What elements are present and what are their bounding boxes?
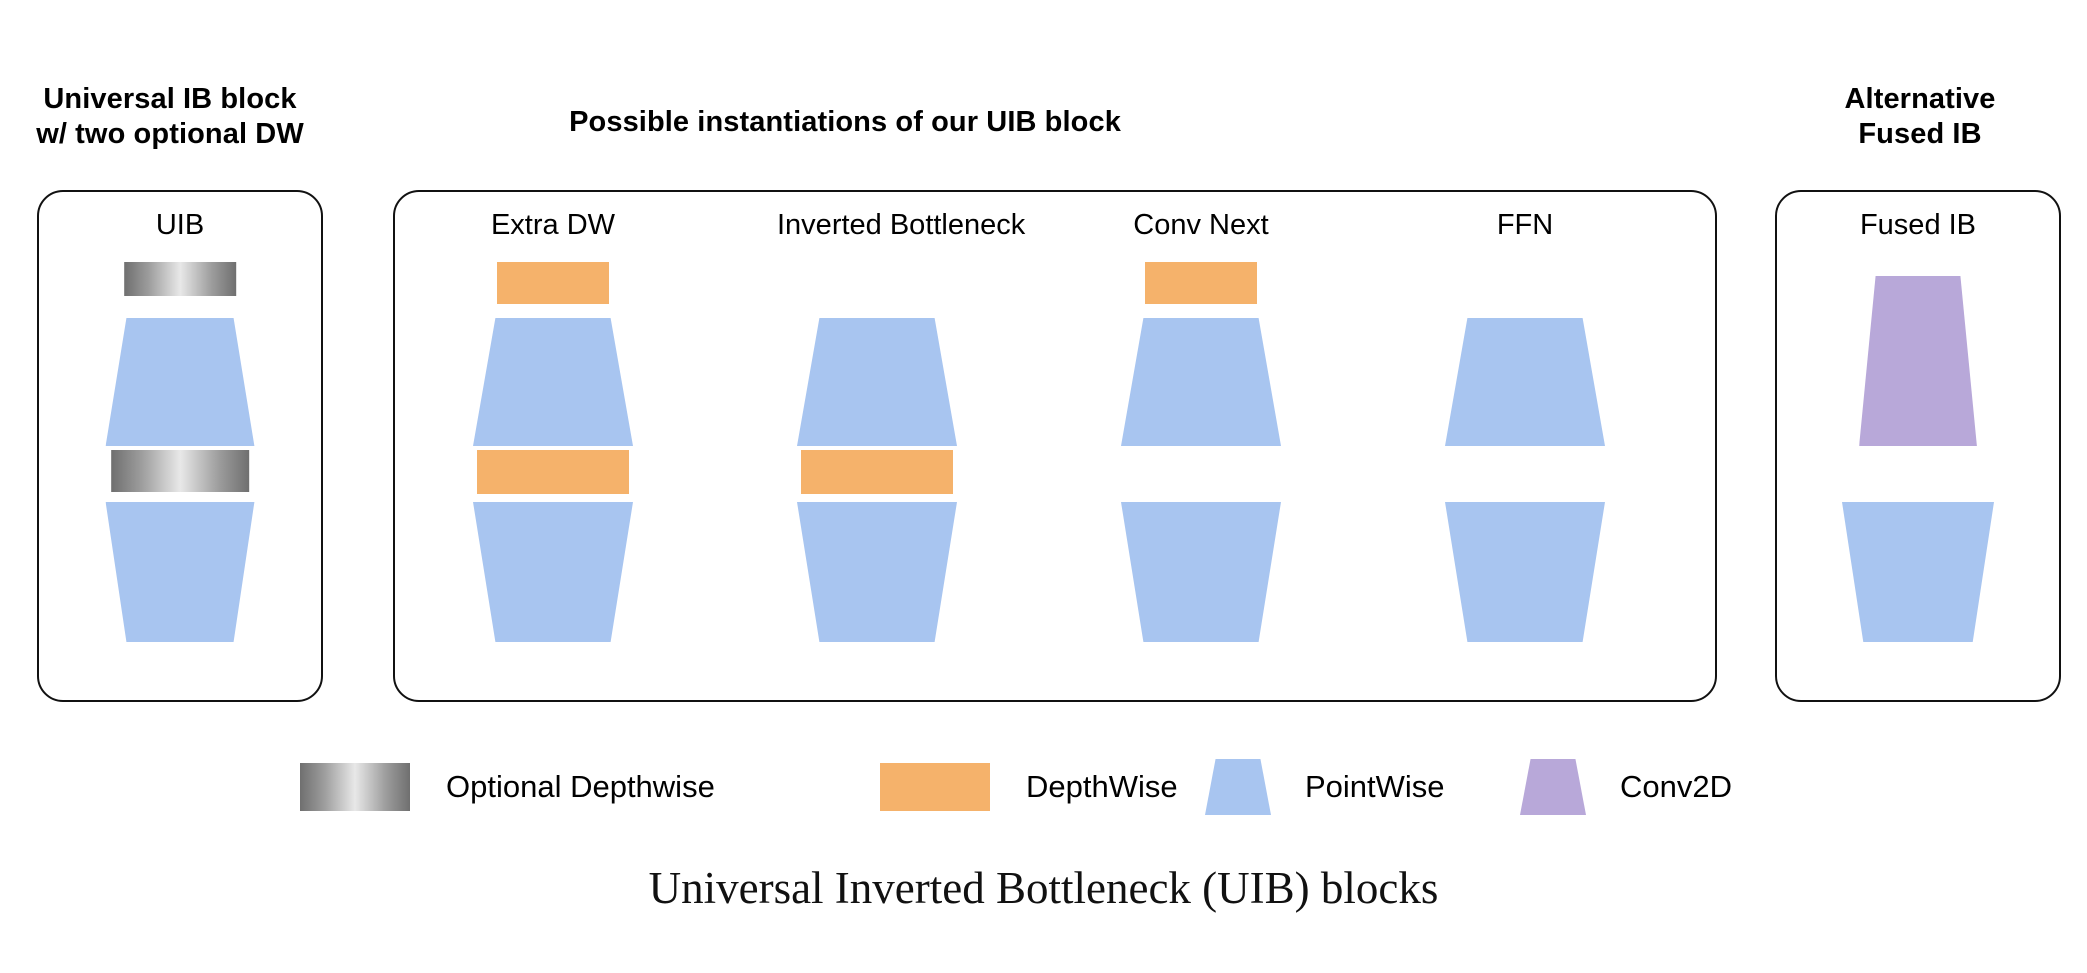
legend-label: Conv2D bbox=[1620, 769, 1732, 804]
block-stack-extra-dw bbox=[453, 254, 653, 684]
shape-depthwise-bar bbox=[497, 262, 609, 304]
shape-pointwise-trapezoid-project bbox=[1121, 502, 1281, 642]
header-line: w/ two optional DW bbox=[36, 118, 304, 151]
shape-pointwise-trapezoid-project bbox=[473, 502, 633, 642]
shape-conv2d-trapezoid bbox=[1859, 276, 1977, 446]
shape-pointwise-trapezoid-expand bbox=[797, 318, 957, 446]
shape-pointwise-trapezoid-project bbox=[105, 502, 255, 642]
shape-optional-depthwise-bar bbox=[111, 450, 249, 492]
block-title-extra-dw: Extra DW bbox=[490, 209, 616, 241]
header-line: Possible instantiations of our UIB block bbox=[569, 106, 1121, 138]
shape-pointwise-trapezoid-project bbox=[1842, 502, 1994, 642]
block-stack-inverted-bottleneck bbox=[777, 254, 977, 684]
shape-pointwise-trapezoid-expand bbox=[1121, 318, 1281, 446]
block-column-fused-ib[interactable]: Fused IB bbox=[1823, 192, 2013, 700]
block-stack-fused-ib bbox=[1823, 254, 2013, 684]
legend-item-blue-trapezoid: PointWise bbox=[1205, 752, 1445, 822]
legend-label: Optional Depthwise bbox=[446, 769, 715, 804]
shape-depthwise-bar bbox=[801, 450, 953, 494]
shape-pointwise-trapezoid-project bbox=[797, 502, 957, 642]
shape-depthwise-bar bbox=[477, 450, 629, 494]
shape-optional-depthwise-bar bbox=[124, 262, 236, 296]
header-line: Fused IB bbox=[1858, 118, 1982, 151]
shape-pointwise-trapezoid-expand bbox=[1445, 318, 1605, 446]
header-line: Universal IB block bbox=[43, 83, 297, 115]
legend-label: PointWise bbox=[1305, 769, 1445, 804]
block-title-conv-next: Conv Next bbox=[1133, 209, 1269, 241]
shape-pointwise-trapezoid-expand bbox=[105, 318, 255, 446]
block-stack-uib bbox=[87, 254, 273, 684]
legend-swatch-depthwise-icon bbox=[880, 763, 990, 811]
header-line: Alternative bbox=[1844, 83, 1996, 115]
figure-caption: Universal Inverted Bottleneck (UIB) bloc… bbox=[648, 863, 1439, 913]
block-title-uib: UIB bbox=[155, 209, 205, 241]
shape-pointwise-trapezoid-expand bbox=[473, 318, 633, 446]
legend-label: DepthWise bbox=[1026, 769, 1178, 804]
legend-item-orange-bar: DepthWise bbox=[880, 752, 1178, 822]
legend-item-gradient-gray-bar: Optional Depthwise bbox=[300, 752, 715, 822]
block-column-extra-dw[interactable]: Extra DW bbox=[453, 192, 653, 700]
block-column-conv-next[interactable]: Conv Next bbox=[1101, 192, 1301, 700]
header-middle-panel: Possible instantiations of our UIB block bbox=[500, 105, 1190, 140]
legend-item-purple-trapezoid: Conv2D bbox=[1520, 752, 1732, 822]
shape-pointwise-trapezoid-project bbox=[1445, 502, 1605, 642]
shape-depthwise-bar bbox=[1145, 262, 1257, 304]
block-stack-ffn bbox=[1425, 254, 1625, 684]
block-column-ffn[interactable]: FFN bbox=[1425, 192, 1625, 700]
legend: Optional Depthwise DepthWise PointWise Conv… bbox=[0, 752, 2087, 822]
legend-swatch-conv2d-icon bbox=[1520, 759, 1586, 815]
panel-alternative-fused-ib: Fused IB bbox=[1775, 190, 2061, 702]
block-title-inverted-bottleneck: Inverted Bottleneck bbox=[777, 209, 1026, 241]
block-title-fused-ib: Fused IB bbox=[1859, 209, 1977, 241]
block-column-uib[interactable]: UIB bbox=[87, 192, 273, 700]
block-column-inverted-bottleneck[interactable]: Inverted Bottleneck bbox=[777, 192, 1026, 700]
legend-swatch-optional-depthwise-icon bbox=[300, 763, 410, 811]
panel-universal-ib-block: UIB bbox=[37, 190, 323, 702]
legend-swatch-pointwise-icon bbox=[1205, 759, 1271, 815]
block-title-ffn: FFN bbox=[1496, 209, 1554, 241]
block-stack-conv-next bbox=[1101, 254, 1301, 684]
panel-uib-instantiations: Extra DW Inverted Bottleneck Conv Next FFN bbox=[393, 190, 1717, 702]
